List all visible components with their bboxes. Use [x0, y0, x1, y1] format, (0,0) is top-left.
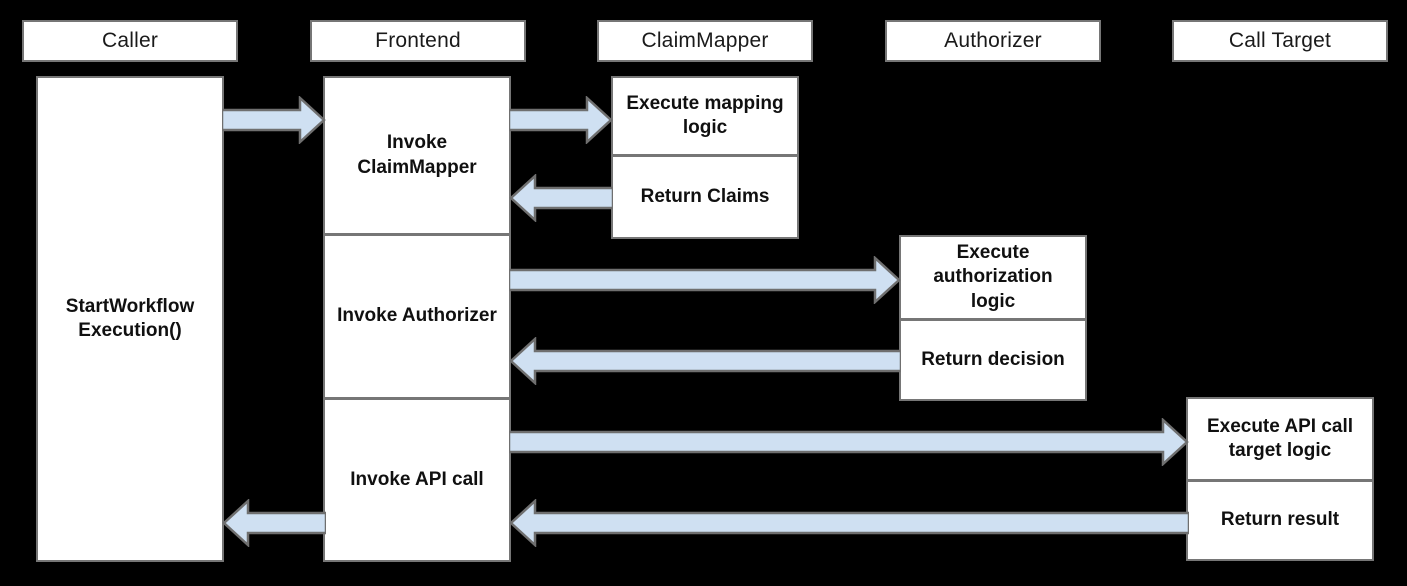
arrow-claimmapper-to-frontend — [509, 174, 613, 222]
node-authorizer-execute-authorization-logic-label: Execute authorization logic — [933, 242, 1053, 312]
node-call-target-execute-api-call-target-logic: Execute API call target logic — [1186, 397, 1374, 481]
arrow-frontend-to-call-target — [509, 418, 1189, 466]
node-frontend-invoke-authorizer-label: Invoke Authorizer — [337, 305, 497, 327]
arrow-frontend-to-claimmapper — [509, 96, 613, 144]
lane-header-claimmapper: ClaimMapper — [597, 20, 813, 62]
arrow-caller-to-frontend — [222, 96, 326, 144]
node-frontend-invoke-api-call-label: Invoke API call — [350, 468, 484, 490]
node-frontend-invoke-claimmapper: Invoke ClaimMapper — [323, 76, 511, 235]
lane-header-authorizer-label: Authorizer — [944, 29, 1042, 52]
lane-header-frontend-label: Frontend — [375, 29, 461, 52]
arrow-authorizer-to-frontend — [509, 337, 901, 385]
arrow-frontend-to-authorizer — [509, 256, 901, 304]
node-frontend-invoke-authorizer: Invoke Authorizer — [323, 234, 511, 399]
node-authorizer-return-decision-label: Return decision — [921, 348, 1065, 370]
node-frontend-invoke-claimmapper-label: Invoke ClaimMapper — [357, 132, 477, 178]
node-caller-start-workflow-execution: StartWorkflow Execution() — [36, 76, 224, 562]
node-claimmapper-return-claims-label: Return Claims — [640, 185, 770, 207]
node-claimmapper-execute-mapping-logic-label: Execute mapping logic — [626, 92, 784, 138]
lane-header-authorizer: Authorizer — [885, 20, 1101, 62]
node-caller-start-workflow-execution-label: StartWorkflow Execution() — [65, 295, 195, 341]
node-frontend-invoke-api-call: Invoke API call — [323, 398, 511, 562]
lane-header-claimmapper-label: ClaimMapper — [641, 29, 769, 52]
node-call-target-return-result: Return result — [1186, 480, 1374, 561]
arrow-frontend-to-caller — [222, 499, 326, 547]
lane-header-caller: Caller — [22, 20, 238, 62]
node-authorizer-return-decision: Return decision — [899, 319, 1087, 401]
lane-header-caller-label: Caller — [101, 29, 159, 52]
lane-header-call-target: Call Target — [1172, 20, 1388, 62]
node-call-target-execute-api-call-target-logic-label: Execute API call target logic — [1206, 415, 1354, 461]
node-authorizer-execute-authorization-logic: Execute authorization logic — [899, 235, 1087, 320]
lane-header-frontend: Frontend — [310, 20, 526, 62]
node-claimmapper-execute-mapping-logic: Execute mapping logic — [611, 76, 799, 156]
arrow-call-target-to-frontend — [509, 499, 1189, 547]
node-call-target-return-result-label: Return result — [1220, 509, 1340, 531]
node-claimmapper-return-claims: Return Claims — [611, 155, 799, 239]
lane-header-call-target-label: Call Target — [1228, 29, 1332, 52]
